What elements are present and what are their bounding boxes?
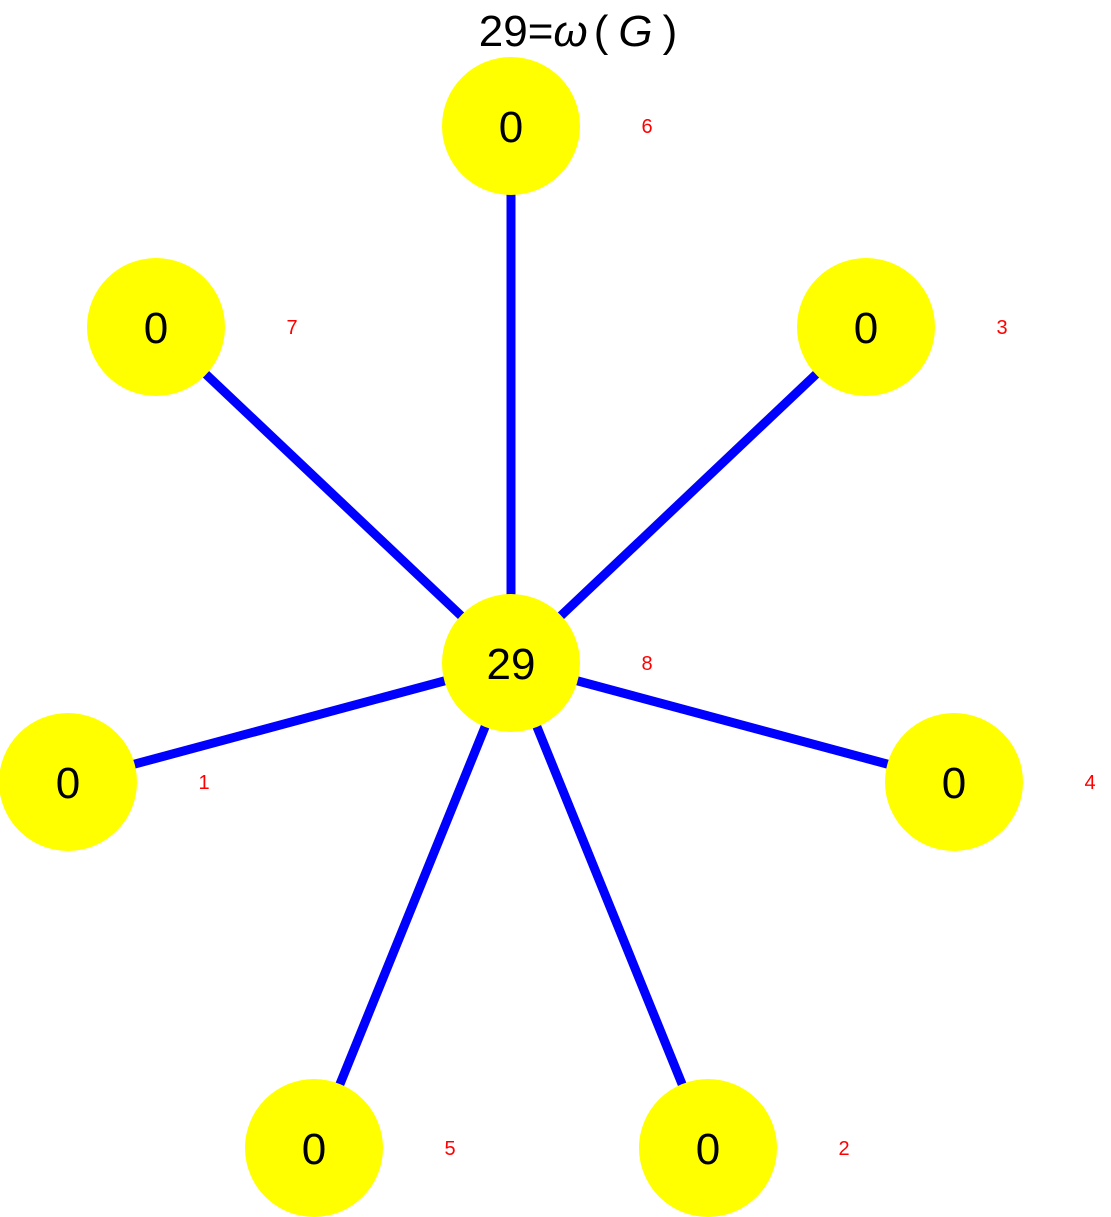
node-circle bbox=[87, 258, 225, 396]
node-value: 0 bbox=[696, 1125, 720, 1174]
title-value: 29 bbox=[479, 7, 528, 56]
node-id-label: 6 bbox=[641, 116, 652, 138]
title-equals: = bbox=[528, 7, 554, 56]
title-omega: ω bbox=[553, 7, 587, 56]
node-value: 0 bbox=[56, 759, 80, 808]
node-value: 0 bbox=[854, 304, 878, 353]
edge-8-2 bbox=[506, 661, 713, 1150]
node-circle bbox=[245, 1079, 383, 1217]
title-close-paren: ) bbox=[663, 7, 678, 56]
edge-8-5 bbox=[309, 661, 516, 1150]
node-circle bbox=[0, 713, 137, 851]
node-id-label: 1 bbox=[198, 772, 209, 794]
node-value: 0 bbox=[144, 304, 168, 353]
title-open-paren: ( bbox=[594, 7, 609, 56]
node-value: 0 bbox=[942, 759, 966, 808]
node-id-label: 8 bbox=[641, 653, 652, 675]
node-value: 0 bbox=[302, 1125, 326, 1174]
node-circle bbox=[442, 57, 580, 195]
node-8: 29 8 bbox=[442, 594, 653, 732]
edges-layer bbox=[66, 126, 956, 1150]
node-id-label: 4 bbox=[1084, 772, 1095, 794]
edge-8-4 bbox=[509, 658, 956, 787]
graph-title: 29=ω(G) bbox=[479, 7, 677, 56]
node-value: 29 bbox=[487, 640, 536, 689]
edge-8-1 bbox=[66, 658, 513, 787]
edge-8-3 bbox=[507, 323, 870, 667]
node-circle bbox=[639, 1079, 777, 1217]
node-value: 0 bbox=[499, 103, 523, 152]
node-id-label: 7 bbox=[286, 317, 297, 339]
node-circle bbox=[885, 713, 1023, 851]
node-id-label: 5 bbox=[444, 1138, 455, 1160]
node-circle bbox=[442, 594, 580, 732]
edge-8-7 bbox=[152, 323, 515, 667]
title-graph-symbol: G bbox=[618, 7, 652, 56]
node-circle bbox=[797, 258, 935, 396]
node-id-label: 2 bbox=[838, 1138, 849, 1160]
node-id-label: 3 bbox=[996, 317, 1007, 339]
